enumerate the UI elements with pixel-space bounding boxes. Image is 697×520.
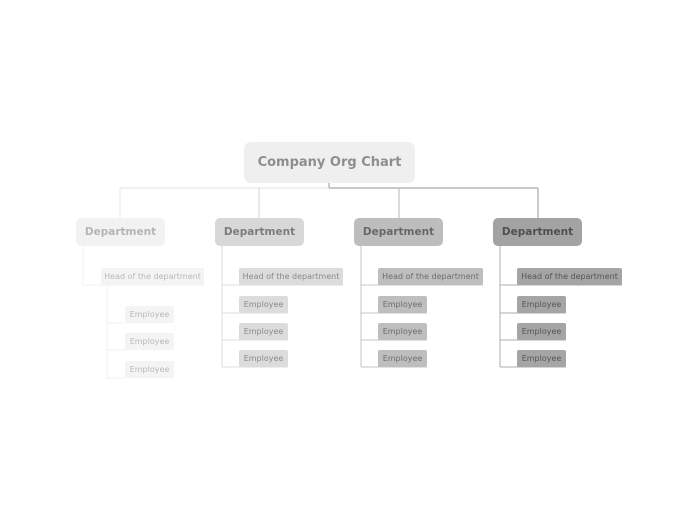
employee-node-4-1[interactable]: Employee	[517, 296, 566, 313]
employee-node-3-2[interactable]: Employee	[378, 323, 427, 340]
employee-node-4-2[interactable]: Employee	[517, 323, 566, 340]
department-node-3[interactable]: Department	[354, 218, 443, 246]
department-node-2[interactable]: Department	[215, 218, 304, 246]
connector-dept-1-head	[82, 246, 101, 286]
department-node-1[interactable]: Department	[76, 218, 165, 246]
root-node[interactable]: Company Org Chart	[244, 142, 415, 183]
employee-node-2-2[interactable]: Employee	[239, 323, 288, 340]
employee-node-2-1[interactable]: Employee	[239, 296, 288, 313]
employee-node-2-3[interactable]: Employee	[239, 350, 288, 367]
employee-node-3-3[interactable]: Employee	[378, 350, 427, 367]
employee-node-4-3[interactable]: Employee	[517, 350, 566, 367]
employee-node-3-1[interactable]: Employee	[378, 296, 427, 313]
employee-node-1-1[interactable]: Employee	[125, 306, 174, 323]
head-node-3[interactable]: Head of the department	[378, 268, 483, 285]
head-node-2[interactable]: Head of the department	[239, 268, 343, 285]
employee-node-1-2[interactable]: Employee	[125, 333, 174, 350]
department-node-4[interactable]: Department	[493, 218, 582, 246]
head-node-4[interactable]: Head of the department	[517, 268, 622, 285]
head-node-1[interactable]: Head of the department	[101, 268, 204, 285]
employee-node-1-3[interactable]: Employee	[125, 361, 174, 378]
